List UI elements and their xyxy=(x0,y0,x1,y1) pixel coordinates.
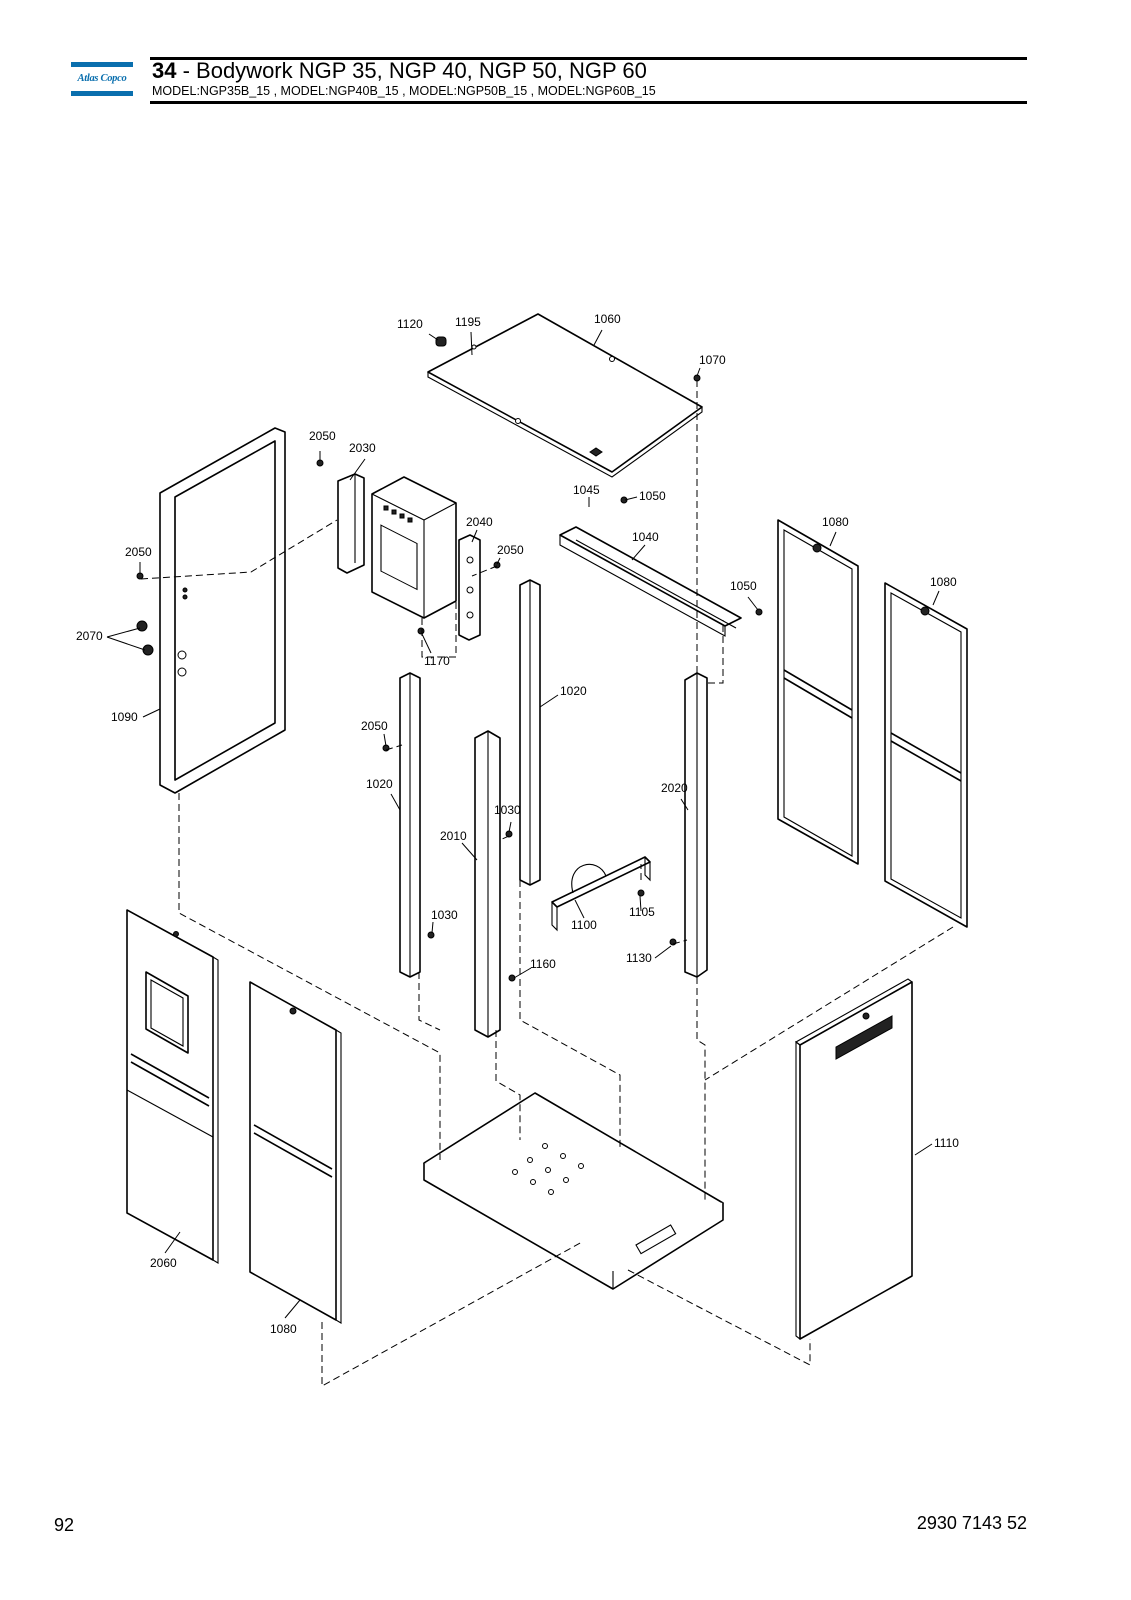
callout-labels: 1120 1195 1060 1070 2050 2030 1045 1050 … xyxy=(76,312,959,1336)
callout-1040: 1040 xyxy=(632,530,659,544)
callout-1070: 1070 xyxy=(699,353,726,367)
section-title: - Bodywork NGP 35, NGP 40, NGP 50, NGP 6… xyxy=(176,58,647,83)
fasteners xyxy=(136,374,763,982)
logo-wordmark: Atlas Copco xyxy=(77,73,127,84)
bracket-1100 xyxy=(551,856,651,932)
bracket-2040 xyxy=(458,534,481,641)
post-2010 xyxy=(474,730,501,1038)
callout-1045: 1045 xyxy=(573,483,600,497)
callout-1120: 1120 xyxy=(397,317,423,331)
control-box xyxy=(371,476,457,619)
callout-1105: 1105 xyxy=(629,905,655,919)
bracket-2030 xyxy=(337,473,365,574)
callout-1195: 1195 xyxy=(455,315,481,329)
callout-1050: 1050 xyxy=(730,579,757,593)
post-1020-left xyxy=(399,672,421,978)
callout-2050: 2050 xyxy=(125,545,152,559)
post-2020 xyxy=(684,672,708,978)
callout-1160: 1160 xyxy=(530,957,556,971)
front-panel-1080 xyxy=(249,981,342,1324)
model-list: MODEL:NGP35B_15 , MODEL:NGP40B_15 , MODE… xyxy=(152,84,656,98)
callout-1020: 1020 xyxy=(366,777,393,791)
side-panel-right-1 xyxy=(777,519,859,865)
header-rule-top xyxy=(150,57,1027,60)
tray-1040 xyxy=(559,526,742,637)
callout-1080: 1080 xyxy=(822,515,849,529)
callout-1020: 1020 xyxy=(560,684,587,698)
roof-panel xyxy=(427,313,703,478)
base-frame xyxy=(423,1092,724,1290)
callout-1030: 1030 xyxy=(494,803,521,817)
callout-1170: 1170 xyxy=(424,654,450,668)
callout-1030: 1030 xyxy=(431,908,458,922)
callout-1130: 1130 xyxy=(626,951,652,965)
callout-1100: 1100 xyxy=(571,918,597,932)
callout-1090: 1090 xyxy=(111,710,138,724)
callout-2040: 2040 xyxy=(466,515,493,529)
callout-2010: 2010 xyxy=(440,829,467,843)
callout-2050: 2050 xyxy=(361,719,388,733)
leader-lines xyxy=(106,329,940,1319)
callout-2020: 2020 xyxy=(661,781,688,795)
logo-band-top xyxy=(71,62,133,67)
document-number: 2930 7143 52 xyxy=(916,1513,1027,1533)
assembly-lines xyxy=(140,380,954,1387)
page-title: 34 - Bodywork NGP 35, NGP 40, NGP 50, NG… xyxy=(152,58,647,84)
header-rule-bottom xyxy=(150,101,1027,104)
side-panel-right-2 xyxy=(884,582,968,928)
callout-2060: 2060 xyxy=(150,1256,177,1270)
callout-1080: 1080 xyxy=(270,1322,297,1336)
page-number: 92 xyxy=(54,1515,75,1535)
callout-2050: 2050 xyxy=(497,543,524,557)
callout-2030: 2030 xyxy=(349,441,376,455)
callout-2050: 2050 xyxy=(309,429,336,443)
callout-1050: 1050 xyxy=(639,489,666,503)
front-door-panel xyxy=(126,909,219,1264)
callout-2070: 2070 xyxy=(76,629,103,643)
rear-panel-1110 xyxy=(794,978,913,1340)
post-1020-right xyxy=(519,579,541,886)
callout-1060: 1060 xyxy=(594,312,621,326)
door-frame xyxy=(159,427,286,794)
logo-band-bottom xyxy=(71,91,133,96)
section-number: 34 xyxy=(152,58,177,83)
atlas-copco-logo: Atlas Copco xyxy=(71,62,133,96)
callout-1080: 1080 xyxy=(930,575,957,589)
callout-1110: 1110 xyxy=(934,1136,959,1150)
